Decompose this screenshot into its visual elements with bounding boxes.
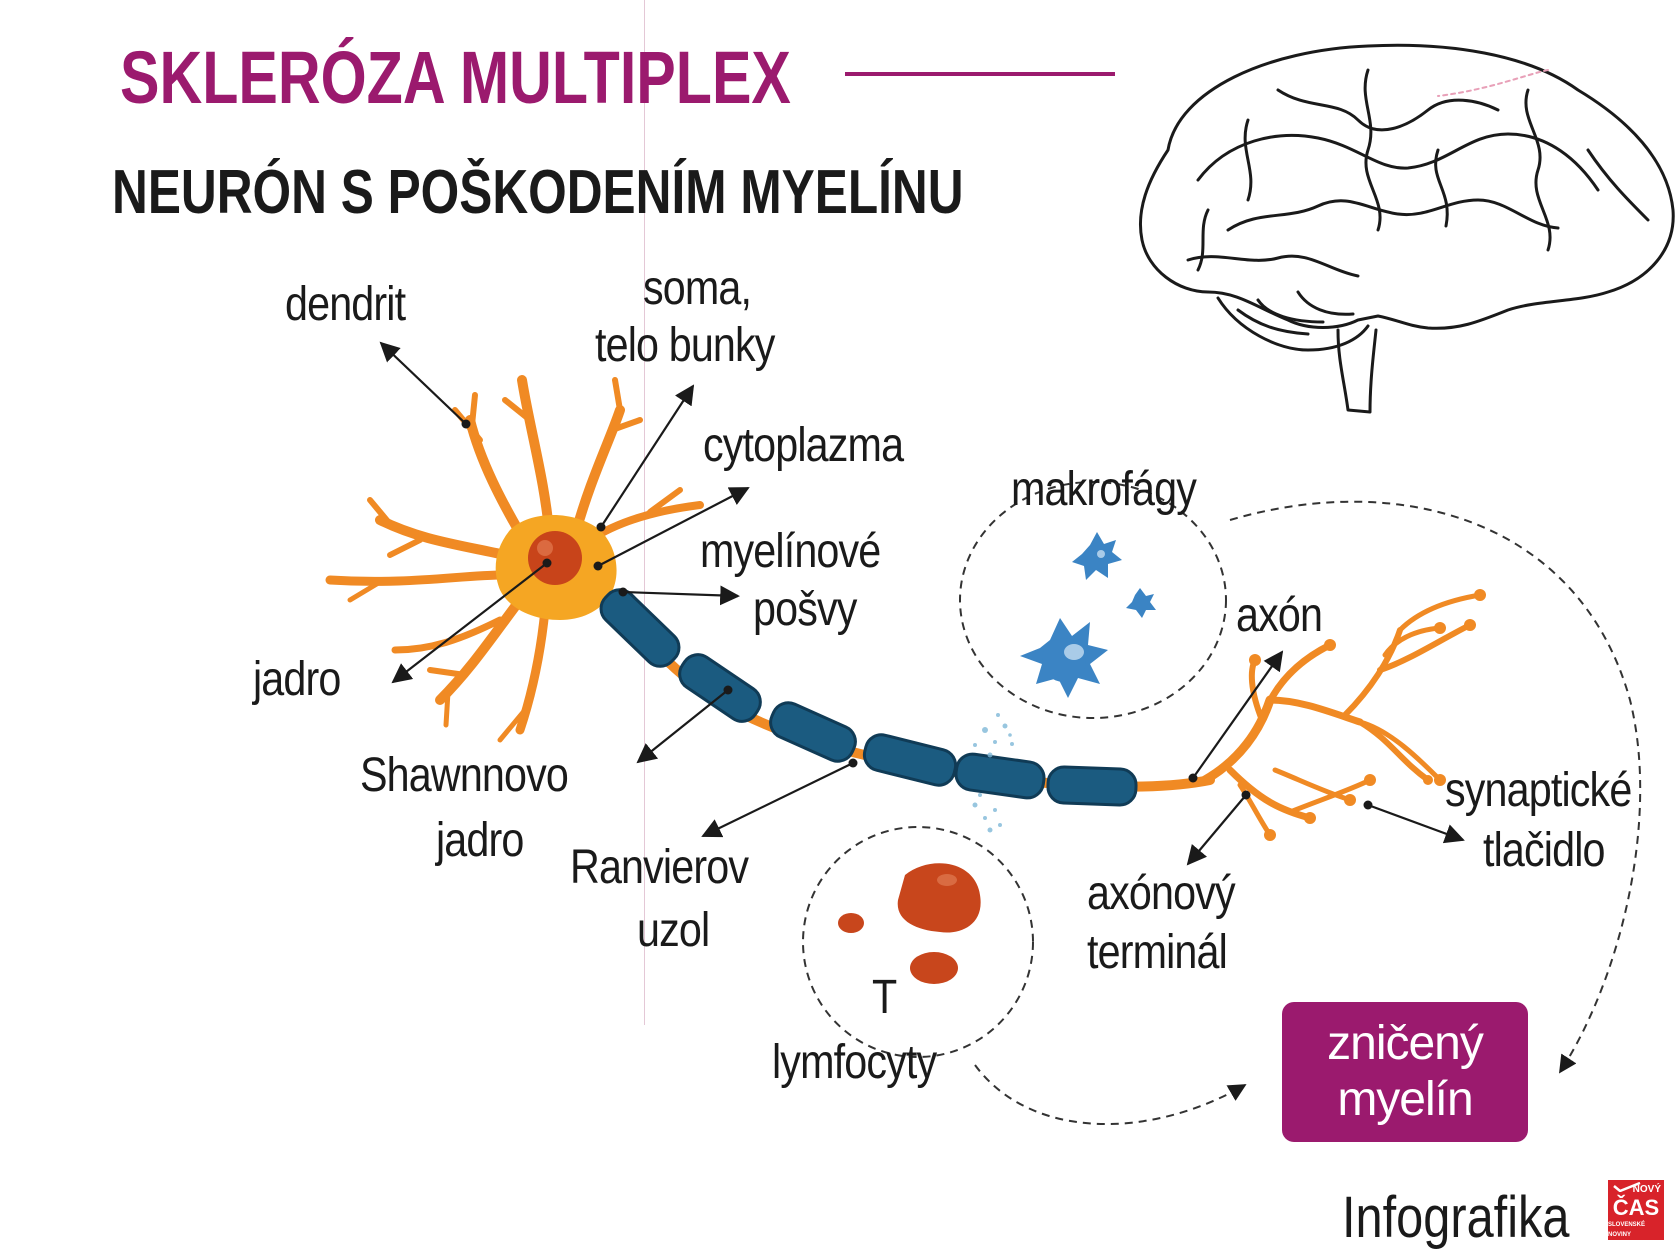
arrow-dots xyxy=(461,419,1373,810)
label-tlymf-2: lymfocyty xyxy=(772,1036,937,1089)
label-dendrit: dendrit xyxy=(285,278,406,331)
logo-bottom: SLOVENSKÉ NOVINY xyxy=(1608,1222,1646,1238)
axon-terminal-branches xyxy=(1200,592,1483,838)
logo-top: NOVÝ xyxy=(1632,1184,1661,1195)
lymphocyte-circle xyxy=(802,826,1034,1058)
title-rule xyxy=(845,72,1115,76)
novy-cas-logo: NOVÝ ČAS SLOVENSKÉ NOVINY xyxy=(1608,1180,1664,1240)
destroyed-line-1: zničený xyxy=(1327,1017,1484,1070)
label-axon: axón xyxy=(1236,589,1323,642)
macrophage-circle xyxy=(959,481,1227,719)
myelin-sheaths xyxy=(599,588,1138,807)
page-subtitle: NEURÓN S POŠKODENÍM MYELÍNU xyxy=(112,158,964,227)
label-synapse-2: tlačidlo xyxy=(1483,824,1605,877)
credit-text: Infografika xyxy=(1342,1185,1570,1250)
label-arrows xyxy=(379,341,1465,866)
nucleus-cell xyxy=(528,531,582,585)
myelin-debris xyxy=(972,713,1014,833)
label-synapse-1: synaptické xyxy=(1445,764,1632,817)
flow-arrows xyxy=(974,500,1642,1125)
checkmark-icon xyxy=(1613,1182,1641,1192)
synaptic-buttons xyxy=(1249,589,1486,841)
lymphocyte-cell-icon xyxy=(838,863,981,984)
label-soma-2: telo bunky xyxy=(595,319,775,372)
label-ranvier-2: uzol xyxy=(637,904,710,957)
label-schwann-2: jadro xyxy=(436,814,524,867)
label-myelin-1: myelínové xyxy=(700,525,881,578)
label-myelin-2: pošvy xyxy=(753,583,857,636)
label-terminal-2: terminál xyxy=(1087,926,1228,979)
macrophage-cell-icon xyxy=(1020,532,1156,698)
label-soma-1: soma, xyxy=(643,262,752,315)
brain-illustration-icon xyxy=(1138,43,1675,414)
label-jadro: jadro xyxy=(253,653,341,706)
label-cytoplazma: cytoplazma xyxy=(703,419,904,472)
page-title: SKLERÓZA MULTIPLEX xyxy=(120,36,791,119)
label-tlymf-1: T xyxy=(872,971,897,1024)
label-makrofagy: makrofágy xyxy=(1011,463,1197,516)
destroyed-line-2: myelín xyxy=(1337,1073,1473,1126)
label-ranvier-1: Ranvierov xyxy=(570,841,749,894)
destroyed-myelin-box: zničený myelín xyxy=(1282,1002,1528,1142)
label-schwann-1: Shawnnovo xyxy=(360,749,569,802)
logo-main: ČAS xyxy=(1612,1195,1660,1220)
label-terminal-1: axónový xyxy=(1087,867,1236,920)
